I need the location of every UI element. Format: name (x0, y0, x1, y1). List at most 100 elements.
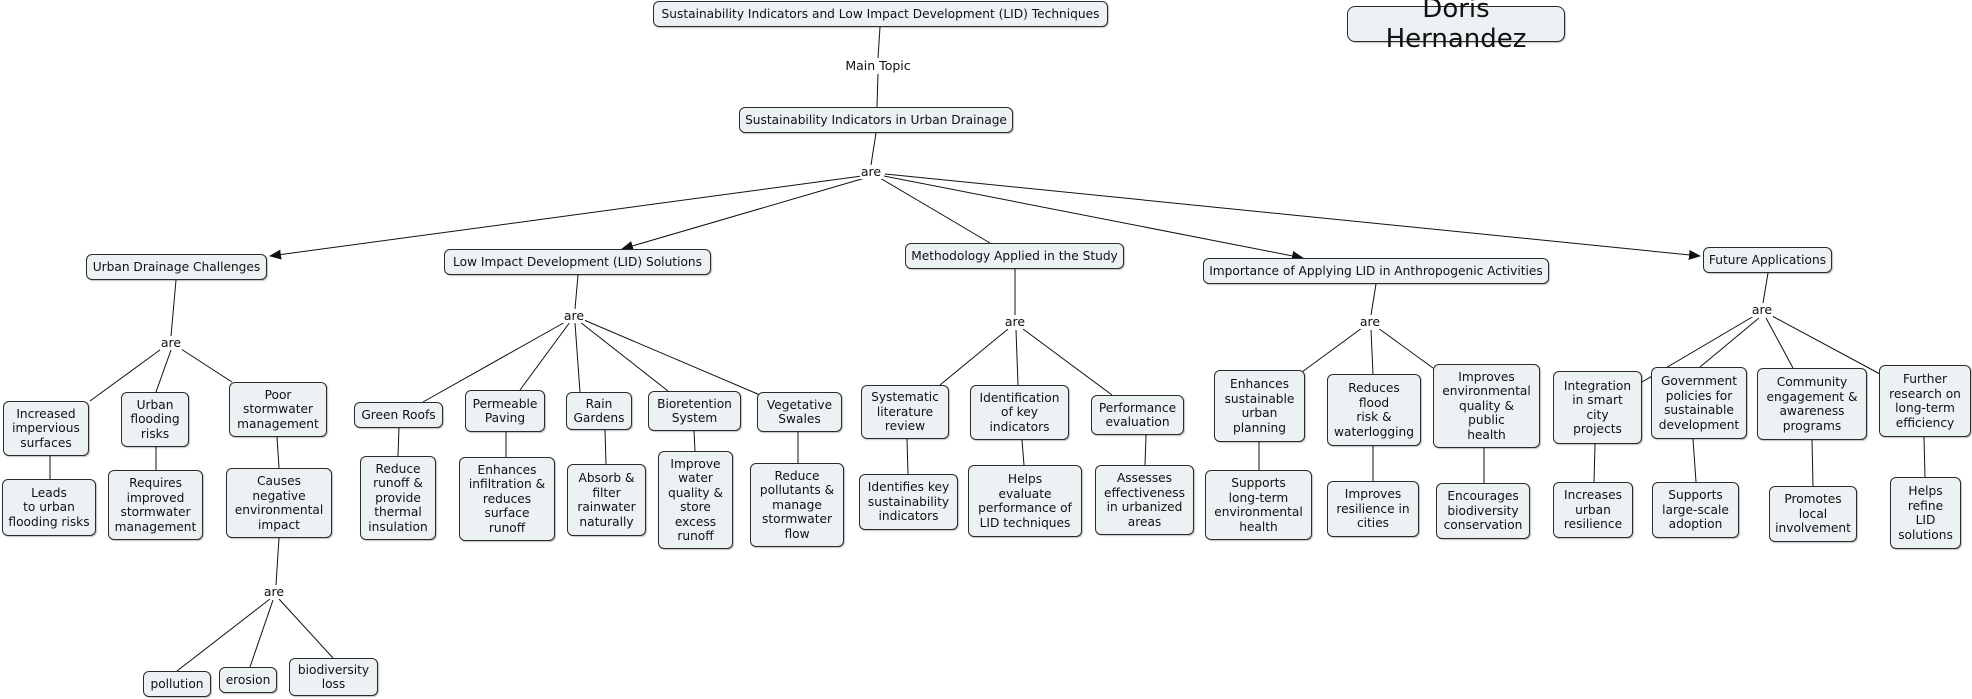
link-label-are-challenges: are (159, 335, 183, 350)
improves-environment-node[interactable]: Improves environmental quality & public … (1433, 364, 1540, 448)
connector-line (519, 321, 571, 391)
rain-gardens-node[interactable]: Rain Gardens (566, 392, 632, 430)
causes-impact-node[interactable]: Causes negative environmental impact (226, 468, 332, 538)
lid-solutions-node[interactable]: Low Impact Development (LID) Solutions (444, 249, 711, 275)
connector-line (278, 598, 334, 659)
connector-line (1771, 315, 1881, 375)
connector-line (170, 279, 177, 337)
connector-line (176, 598, 271, 672)
literature-review-node[interactable]: Systematic literature review (861, 385, 949, 439)
permeable-paving-node[interactable]: Permeable Paving (465, 390, 545, 432)
leads-flooding-node[interactable]: Leads to urban flooding risks (2, 479, 96, 536)
connector-line (1765, 317, 1794, 369)
connector-line (1811, 439, 1814, 487)
community-engagement-node[interactable]: Community engagement & awareness program… (1757, 368, 1867, 440)
further-research-node[interactable]: Further research on long-term efficiency (1879, 365, 1971, 437)
connector-line (1370, 329, 1374, 375)
link-label-are-future: are (1750, 302, 1774, 317)
government-policies-node[interactable]: Government policies for sustainable deve… (1651, 367, 1747, 439)
connector-arrow (621, 177, 866, 251)
connector-line (1370, 283, 1377, 316)
supports-health-node[interactable]: Supports long-term environmental health (1205, 470, 1312, 540)
pollution-node[interactable]: pollution (143, 671, 211, 697)
assesses-effectiveness-node[interactable]: Assesses effectiveness in urbanized area… (1095, 465, 1194, 535)
connector-line (1144, 434, 1147, 466)
reduces-flood-node[interactable]: Reduces flood risk & waterlogging (1327, 374, 1421, 446)
connector-line (89, 346, 165, 402)
connector-line (574, 322, 581, 393)
connector-line (877, 26, 881, 59)
biodiversity-conservation-node[interactable]: Encourages biodiversity conservation (1436, 483, 1530, 539)
enhances-planning-node[interactable]: Enhances sustainable urban planning (1214, 370, 1305, 442)
impervious-surfaces-node[interactable]: Increased impervious surfaces (3, 401, 89, 456)
connector-line (177, 346, 233, 383)
urban-drainage-challenges-node[interactable]: Urban Drainage Challenges (86, 254, 267, 280)
identifies-indicators-node[interactable]: Identifies key sustainability indicators (859, 474, 958, 530)
green-roofs-node[interactable]: Green Roofs (354, 402, 443, 428)
importance-lid-node[interactable]: Importance of Applying LID in Anthropoge… (1203, 258, 1549, 284)
absorb-filter-node[interactable]: Absorb & filter rainwater naturally (567, 464, 646, 536)
biodiversity-loss-node[interactable]: biodiversity loss (289, 658, 378, 696)
requires-management-node[interactable]: Requires improved stormwater management (108, 470, 203, 540)
reduce-pollutants-node[interactable]: Reduce pollutants & manage stormwater fl… (750, 463, 844, 547)
methodology-node[interactable]: Methodology Applied in the Study (905, 243, 1124, 269)
reduce-runoff-node[interactable]: Reduce runoff & provide thermal insulati… (360, 456, 436, 540)
vegetative-swales-node[interactable]: Vegetative Swales (757, 392, 842, 432)
large-scale-adoption-node[interactable]: Supports large-scale adoption (1652, 482, 1739, 538)
link-label-main-topic: Main Topic (844, 58, 912, 73)
infiltration-node[interactable]: Enhances infiltration & reduces surface … (459, 457, 555, 541)
refine-solutions-node[interactable]: Helps refine LID solutions (1890, 477, 1961, 549)
connector-line (249, 599, 274, 668)
key-indicators-node[interactable]: Identification of key indicators (970, 385, 1069, 440)
author-title: Doris Hernandez (1347, 0, 1565, 54)
connector-line (1593, 443, 1596, 483)
performance-evaluation-node[interactable]: Performance evaluation (1091, 395, 1184, 435)
urban-resilience-node[interactable]: Increases urban resilience (1553, 482, 1633, 538)
connector-line (583, 319, 761, 396)
connector-arrow (883, 175, 1304, 261)
future-applications-node[interactable]: Future Applications (1703, 247, 1832, 273)
main-concept-node[interactable]: Sustainability Indicators in Urban Drain… (739, 107, 1013, 133)
link-label-are-main: are (859, 164, 883, 179)
connector-line (397, 427, 400, 457)
erosion-node[interactable]: erosion (219, 667, 277, 693)
connector-line (276, 436, 280, 469)
connector-arrow (269, 175, 863, 260)
connector-line (870, 132, 877, 166)
root-topic-node[interactable]: Sustainability Indicators and Low Impact… (653, 1, 1108, 27)
connector-line (693, 430, 696, 452)
connector-line (906, 438, 909, 475)
connector-line (1699, 317, 1760, 368)
link-label-are-importance: are (1358, 314, 1382, 329)
connector-line (604, 429, 607, 465)
smart-city-node[interactable]: Integration in smart city projects (1553, 371, 1642, 444)
connector-line (939, 328, 1009, 386)
connector-line (155, 349, 172, 393)
connector-line (1692, 438, 1697, 483)
connector-arrow (884, 173, 1701, 260)
helps-evaluate-node[interactable]: Helps evaluate performance of LID techni… (968, 465, 1082, 537)
connector-line (876, 73, 879, 108)
connector-line (1762, 272, 1769, 304)
connector-line (275, 537, 280, 586)
link-label-are-causes: are (262, 584, 286, 599)
link-label-are-lid: are (562, 308, 586, 323)
link-label-are-method: are (1003, 314, 1027, 329)
connector-line (579, 321, 669, 392)
connector-line (574, 274, 579, 310)
connector-line (422, 320, 568, 403)
connector-line (1377, 327, 1434, 369)
connector-line (1021, 439, 1025, 466)
connector-line (1301, 327, 1363, 373)
poor-stormwater-node[interactable]: Poor stormwater management (229, 382, 327, 437)
connector-line (1923, 436, 1926, 478)
connector-line (1015, 329, 1019, 386)
urban-flooding-risks-node[interactable]: Urban flooding risks (121, 392, 189, 447)
connector-line (1022, 328, 1113, 396)
resilience-cities-node[interactable]: Improves resilience in cities (1327, 481, 1419, 537)
connector-line (879, 177, 991, 244)
water-quality-node[interactable]: Improve water quality & store excess run… (658, 451, 733, 549)
bioretention-node[interactable]: Bioretention System (648, 391, 741, 431)
local-involvement-node[interactable]: Promotes local involvement (1769, 486, 1857, 542)
